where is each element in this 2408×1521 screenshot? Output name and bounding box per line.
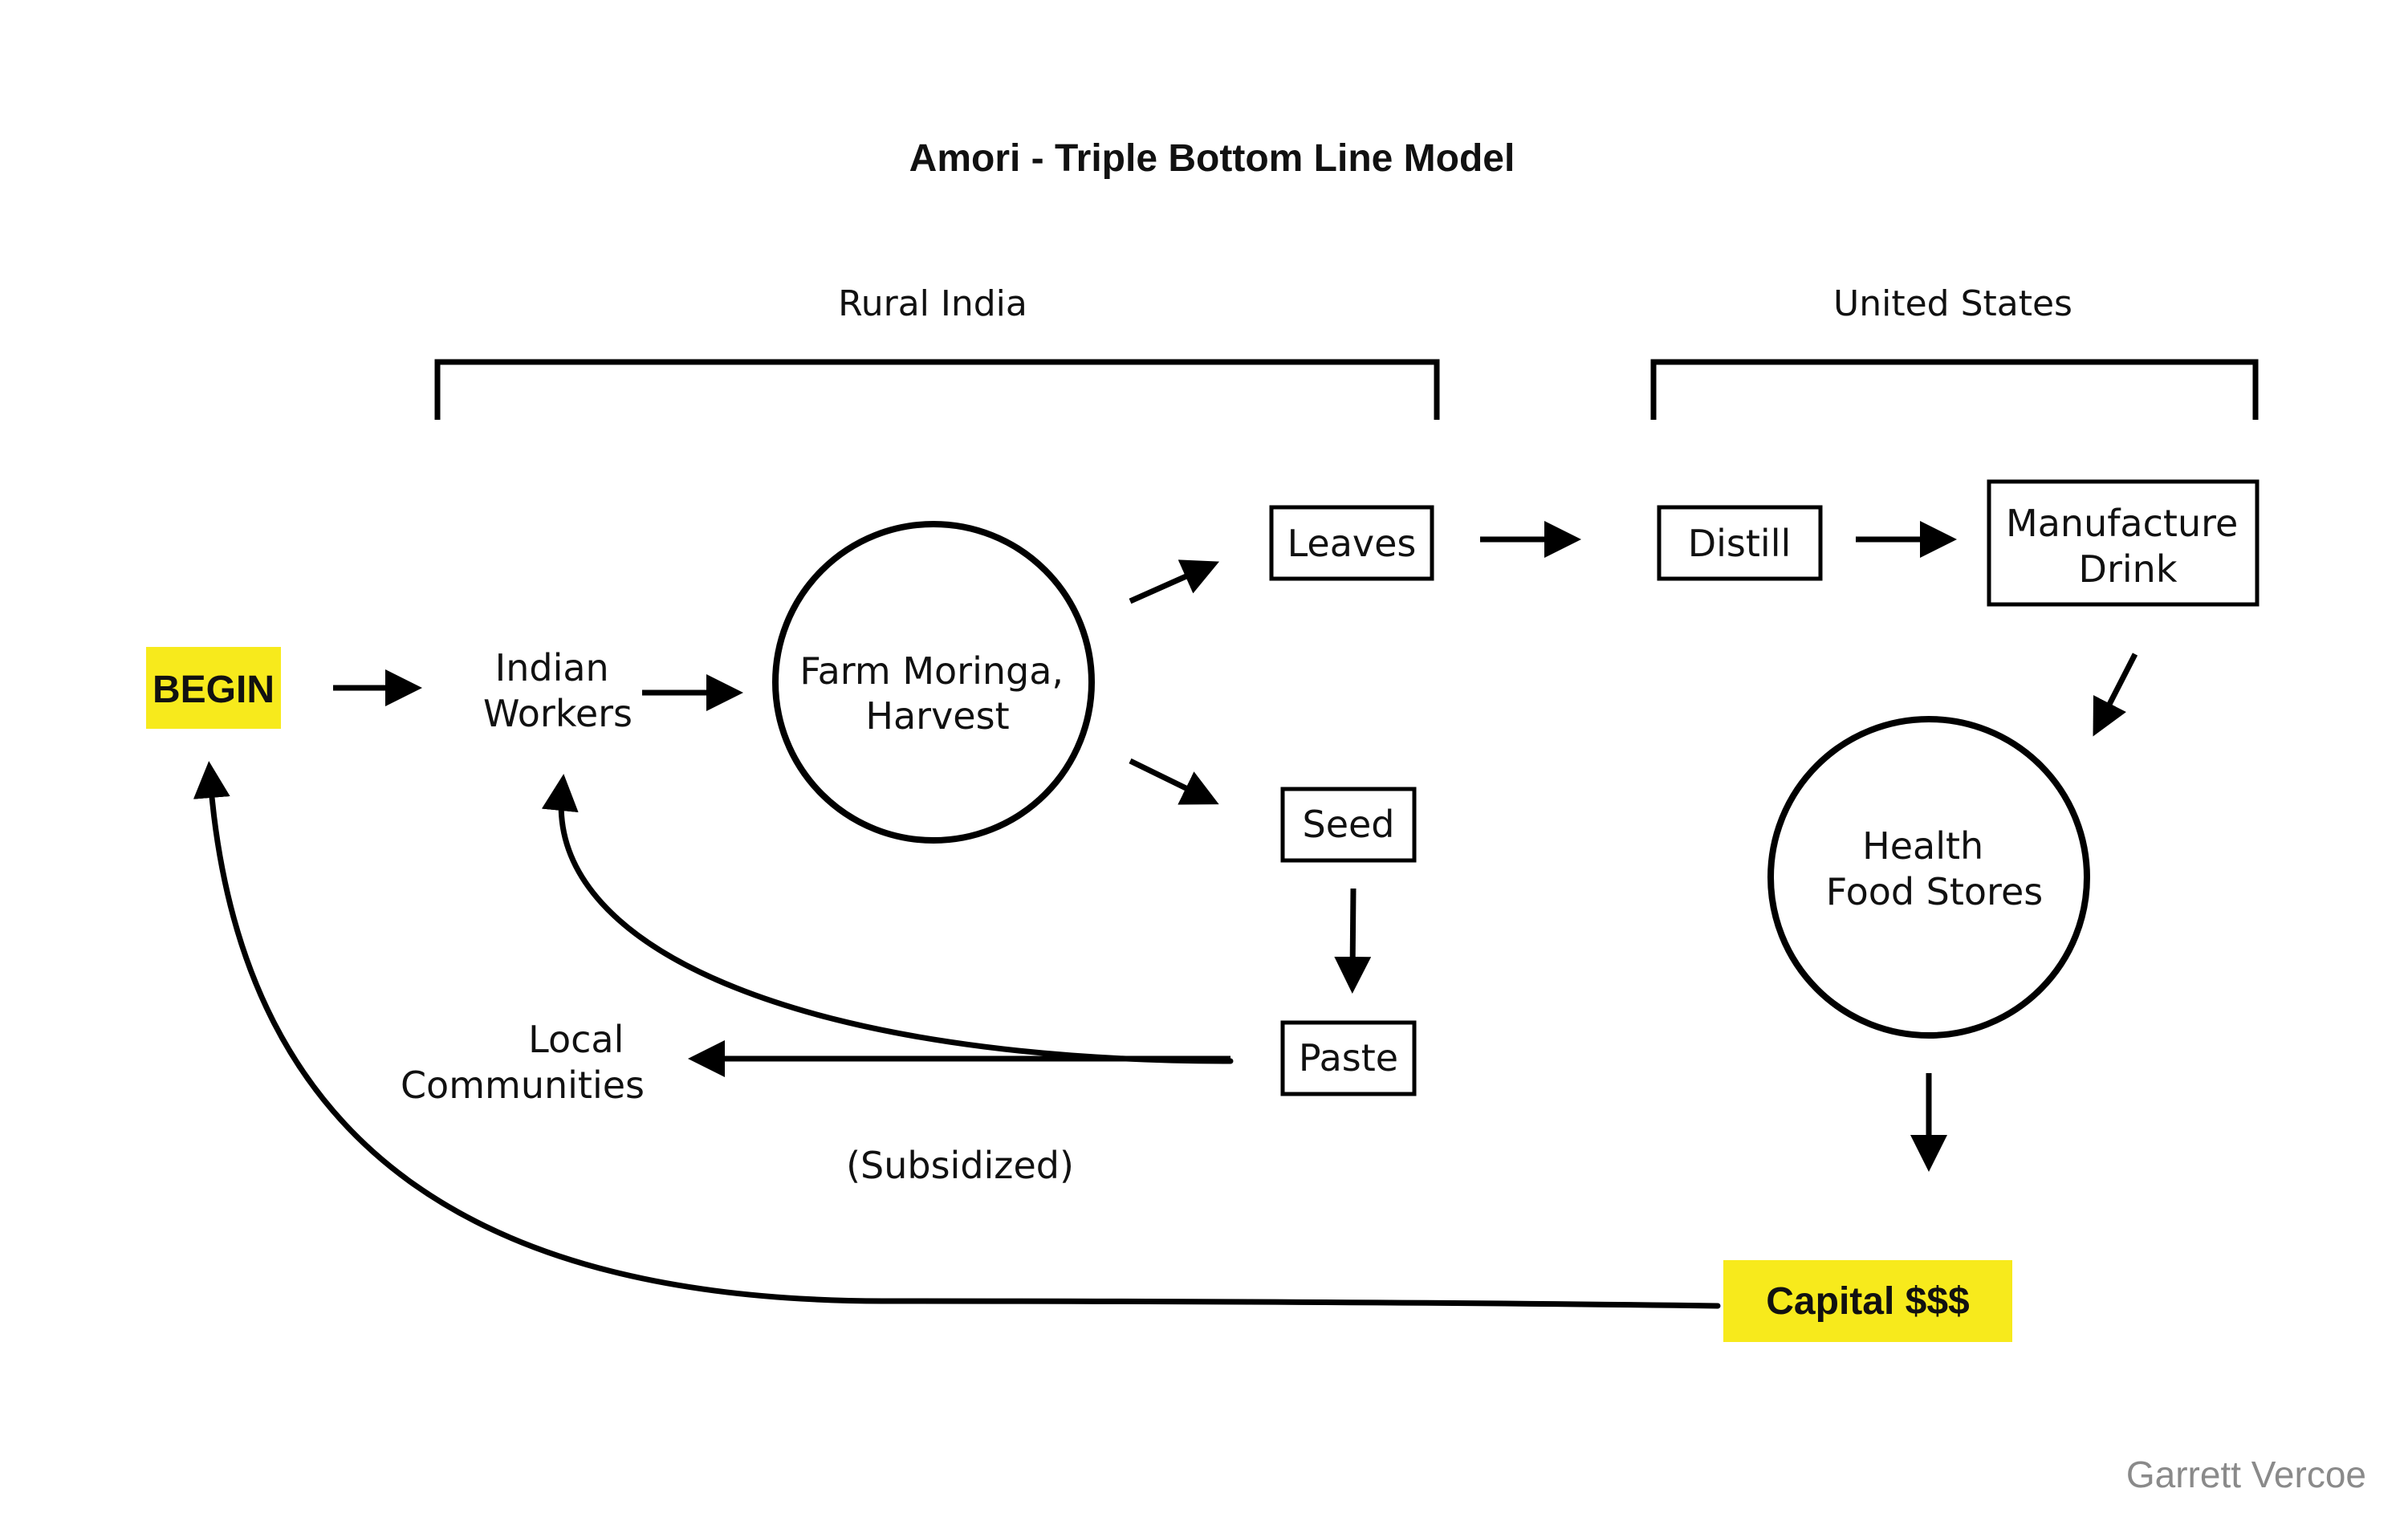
credit-label: Garrett Vercoe [2126, 1454, 2366, 1495]
paste-label: Paste [1299, 1036, 1398, 1080]
region-label-united-states: United States [1833, 283, 2072, 324]
begin-node [146, 647, 281, 729]
arrow-capital-to-begin [193, 761, 1721, 1309]
distill-label: Distill [1688, 522, 1792, 565]
subsidized-label: (Subsidized) [846, 1144, 1074, 1187]
health-food-stores-label: Health Food Stores [1826, 824, 2043, 913]
capital-label: Capital $$$ [1766, 1280, 1970, 1323]
arrow-paste-to-workers [541, 774, 1234, 1064]
diagram-title: Amori - Triple Bottom Line Model [909, 137, 1515, 180]
health-food-stores-node [1767, 716, 2090, 1039]
farm-moringa-node [772, 521, 1095, 844]
leaves-label: Leaves [1287, 522, 1417, 565]
arrow-farm-to-leaves [1129, 559, 1220, 604]
distill-node [1657, 505, 1823, 581]
manufacture-drink-label: Manufacture Drink [2006, 502, 2250, 591]
local-communities-label: Local Communities [401, 1018, 645, 1107]
farm-moringa-label: Farm Moringa, Harvest [799, 649, 1075, 738]
arrow-seed-to-paste [1334, 888, 1372, 994]
bracket-rural-india [434, 359, 1440, 420]
capital-node [1723, 1260, 2012, 1342]
begin-label: BEGIN [153, 669, 275, 711]
seed-node [1280, 787, 1417, 863]
bracket-united-states [1650, 359, 2259, 420]
leaves-node [1269, 505, 1434, 581]
arrow-farm-to-seed [1129, 758, 1219, 805]
arrow-manufacture-to-health-food [2093, 653, 2138, 737]
region-label-rural-india: Rural India [838, 283, 1027, 324]
paste-node [1280, 1020, 1417, 1096]
indian-workers-label: Indian Workers [483, 646, 633, 735]
seed-label: Seed [1303, 803, 1395, 846]
manufacture-drink-node [1987, 479, 2260, 607]
